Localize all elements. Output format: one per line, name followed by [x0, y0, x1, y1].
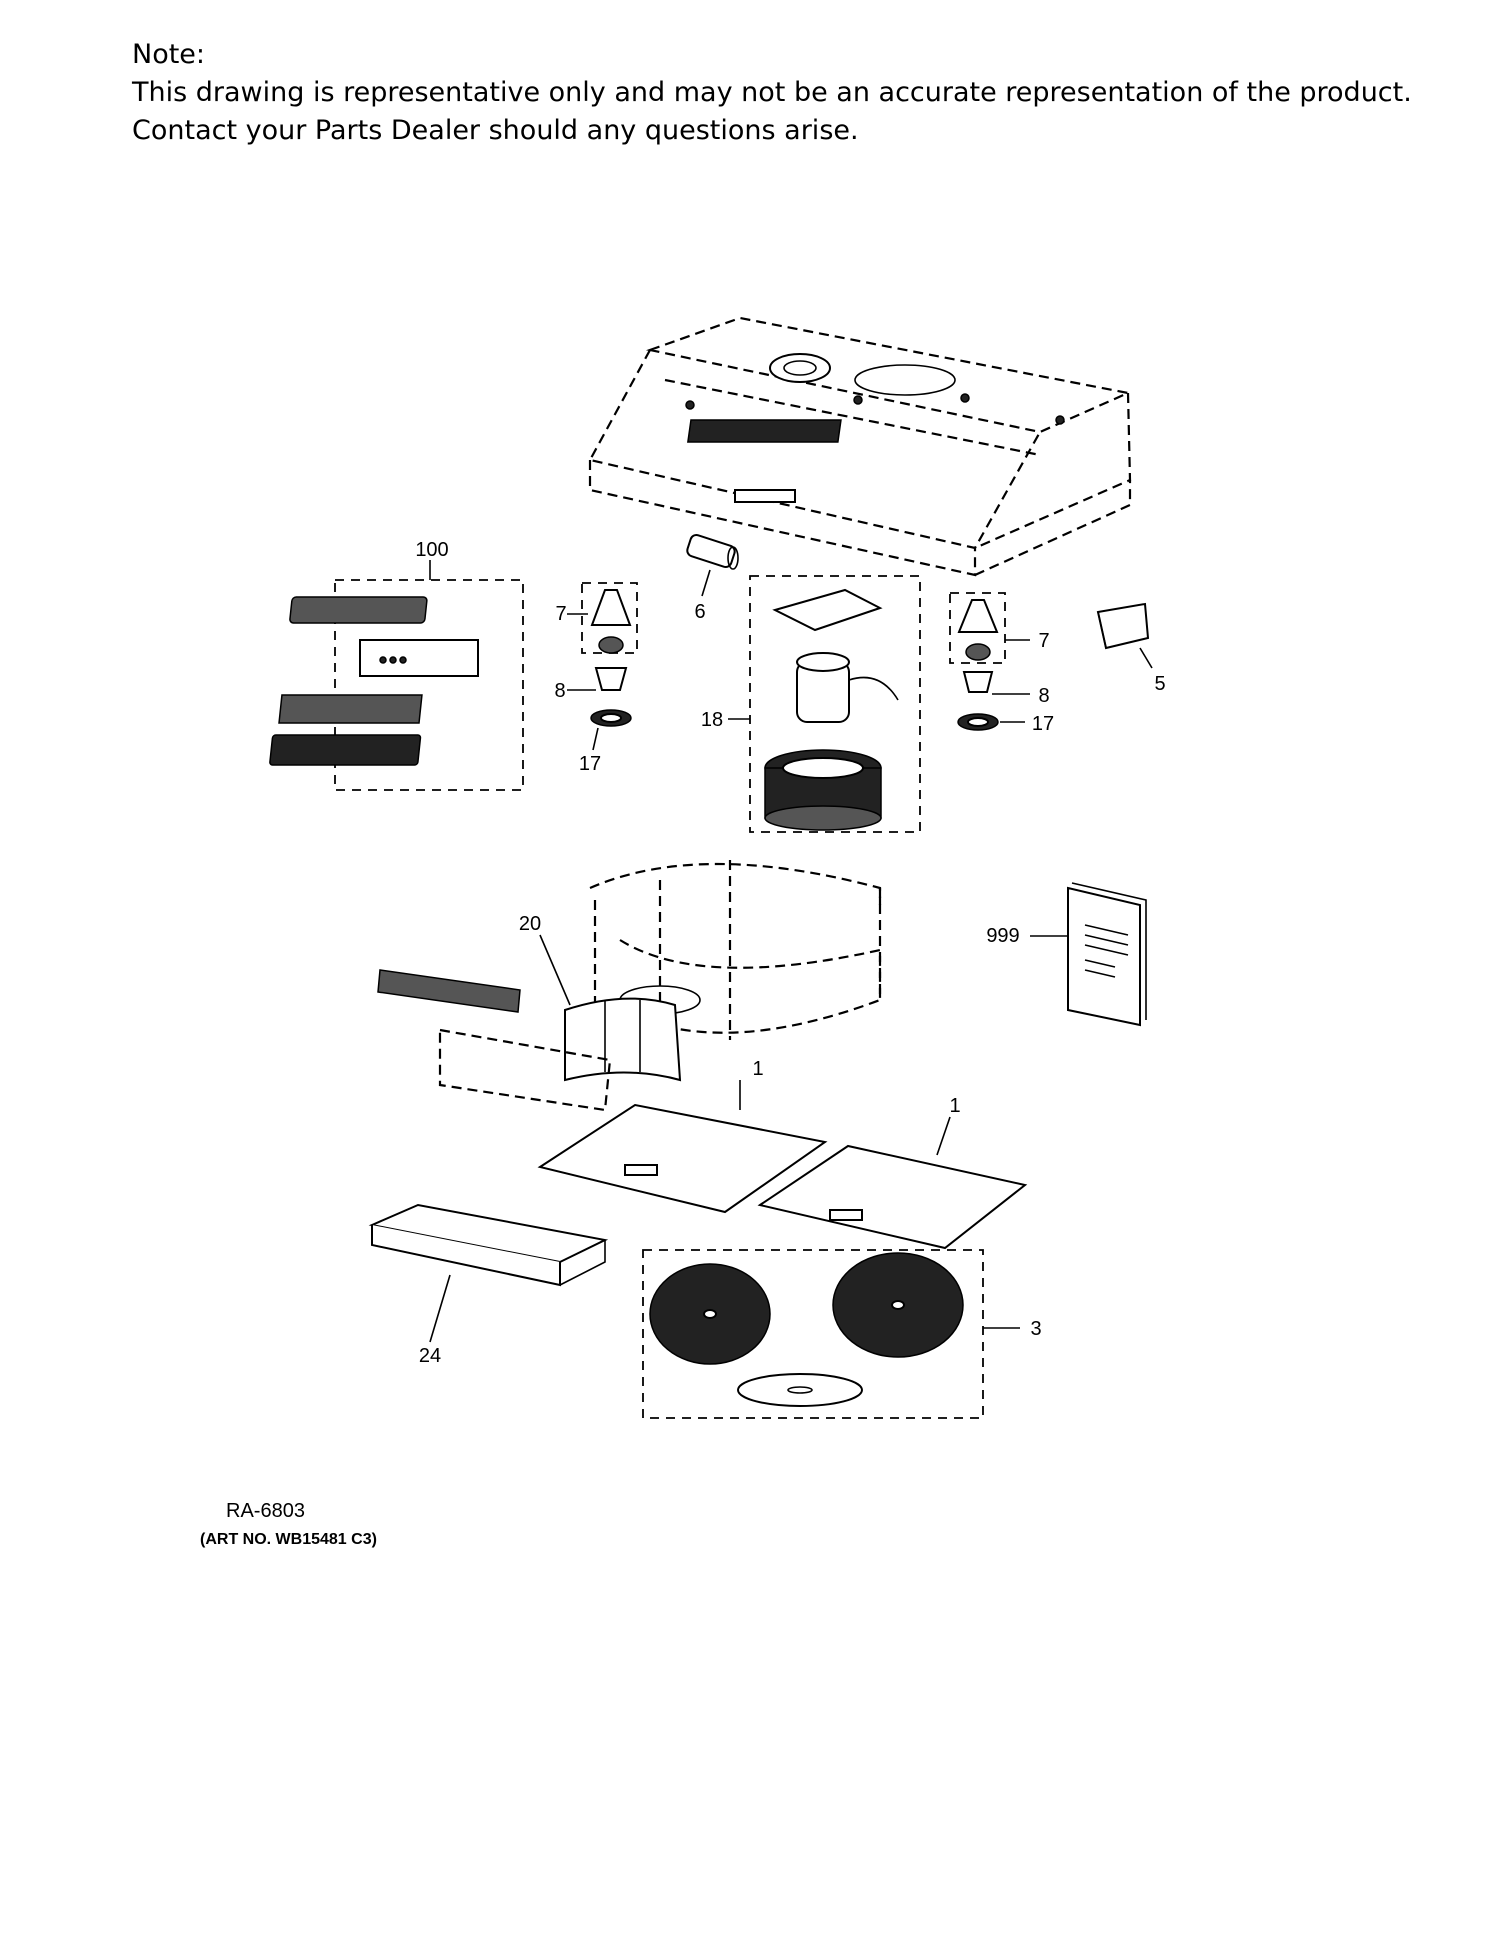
part-7-8-17-left-lamp	[567, 582, 638, 751]
callout-6: 6	[694, 601, 705, 623]
part-1-grease-filters	[537, 1080, 1028, 1250]
callout-100: 100	[415, 539, 448, 561]
callout-17-left: 17	[579, 753, 601, 775]
callout-7-right: 7	[1038, 630, 1049, 652]
part-6-socket	[686, 533, 739, 597]
duct-collar-icon	[769, 353, 831, 383]
art-number: (ART NO. WB15481 C3)	[200, 1531, 377, 1548]
note-line-1: This drawing is representative only and …	[132, 77, 1412, 108]
diagram-code: RA-6803	[226, 1500, 305, 1522]
part-3-charcoal-filters	[642, 1249, 1020, 1419]
callout-8-right: 8	[1038, 685, 1049, 707]
callout-20: 20	[519, 913, 541, 935]
note-line-2: Contact your Parts Dealer should any que…	[132, 115, 859, 146]
callout-24: 24	[419, 1345, 441, 1367]
callout-8-left: 8	[554, 680, 565, 702]
callout-7-left: 7	[555, 603, 566, 625]
callout-1-left: 1	[752, 1058, 763, 1080]
note-block: Note: This drawing is representative onl…	[132, 36, 1412, 150]
part-5-bracket	[1096, 602, 1153, 669]
part-24-tray	[368, 1203, 609, 1343]
note-heading: Note:	[132, 39, 206, 70]
part-18-blower-motor	[728, 575, 921, 833]
callout-1-right: 1	[949, 1095, 960, 1117]
callout-999: 999	[986, 925, 1019, 947]
part-100-control-assembly	[269, 560, 524, 791]
range-hood-body	[588, 316, 1132, 577]
callout-3: 3	[1030, 1318, 1041, 1340]
callout-18: 18	[701, 709, 723, 731]
part-999-manual	[1030, 882, 1147, 1027]
part-7-8-17-right-lamp	[949, 592, 1030, 731]
callout-5: 5	[1154, 673, 1165, 695]
part-20-duct-shroud	[539, 860, 882, 1082]
callout-17-right: 17	[1032, 713, 1054, 735]
small-bracket	[377, 969, 612, 1112]
